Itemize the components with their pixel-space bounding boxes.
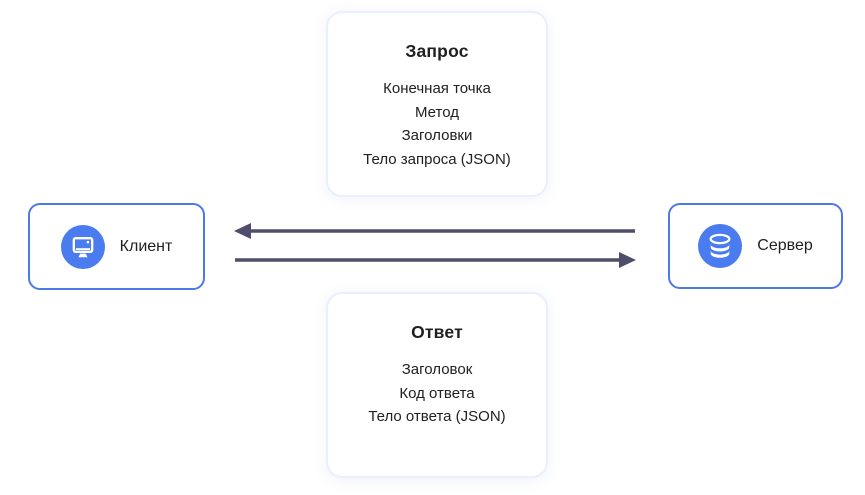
request-card-title: Запрос (405, 41, 469, 61)
response-card-title: Ответ (411, 322, 463, 342)
response-card-items: Заголовок Код ответа Тело ответа (JSON) (328, 358, 546, 429)
monitor-icon (60, 224, 105, 269)
request-response-arrows (234, 223, 636, 268)
response-item-header: Заголовок (401, 361, 473, 378)
request-card-items: Конечная точка Метод Заголовки Тело запр… (328, 77, 546, 171)
request-item-headers: Заголовки (401, 127, 473, 144)
client-node: Клиент (28, 203, 205, 290)
request-item-method: Метод (415, 103, 459, 121)
arrow-server-to-client (234, 223, 635, 239)
client-node-label: Клиент (119, 237, 173, 255)
request-item-endpoint: Конечная точка (383, 80, 491, 97)
database-icon (698, 224, 743, 268)
response-item-code: Код ответа (399, 384, 475, 402)
server-node-label: Сервер (757, 237, 813, 254)
response-card: Ответ Заголовок Код ответа Тело ответа (… (326, 292, 548, 478)
server-node: Сервер (668, 203, 843, 289)
request-item-body: Тело запроса (JSON) (363, 150, 511, 168)
arrow-client-to-server (235, 252, 636, 268)
response-item-body: Тело ответа (JSON) (368, 408, 506, 425)
request-card: Запрос Конечная точка Метод Заголовки Те… (326, 11, 548, 197)
